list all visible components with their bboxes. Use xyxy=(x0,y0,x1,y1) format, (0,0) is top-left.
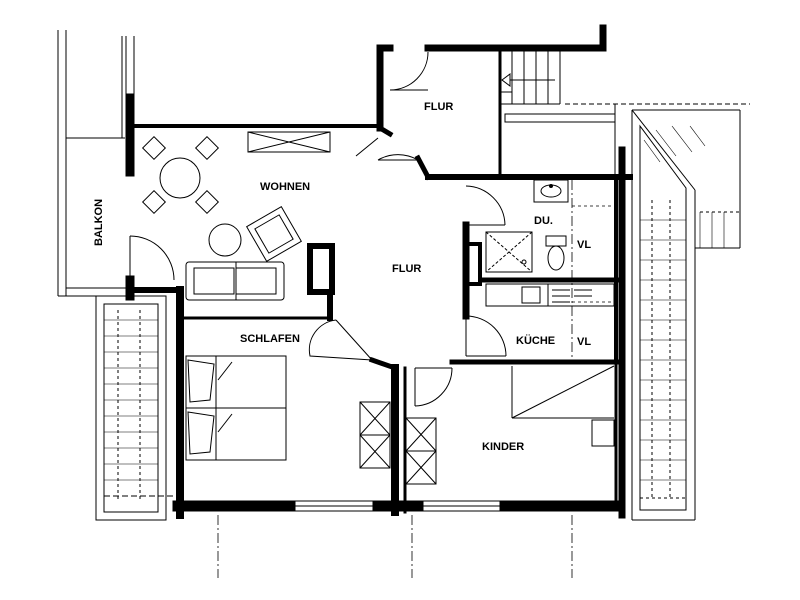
doors xyxy=(308,51,507,407)
windows-south xyxy=(289,500,506,512)
roof-hatching xyxy=(104,125,725,481)
toilet-tank xyxy=(545,235,567,247)
living-furniture xyxy=(141,131,331,301)
chair-1 xyxy=(141,135,167,161)
roof-west xyxy=(95,295,178,521)
label-wohnen: WOHNEN xyxy=(260,181,310,193)
roof-east-inner xyxy=(639,124,687,511)
label-flur-top: FLUR xyxy=(424,101,453,113)
armchair xyxy=(245,205,303,263)
pillow-2 xyxy=(187,411,215,455)
shower-tray xyxy=(485,231,533,273)
chimney-block xyxy=(307,243,335,295)
door-kinder xyxy=(414,367,453,407)
kitchen-sink xyxy=(521,286,541,304)
slope-lines xyxy=(217,180,614,578)
chair-3 xyxy=(141,189,167,215)
label-vl-2: VL xyxy=(577,336,591,348)
staircase xyxy=(499,48,750,178)
sideboard xyxy=(247,131,331,153)
dining-table xyxy=(159,157,201,199)
label-du: DU. xyxy=(534,215,553,227)
toilet-bowl xyxy=(547,245,565,271)
door-wohnen xyxy=(377,154,419,161)
kitchen-fixtures xyxy=(485,283,615,307)
room-labels: FLUR WOHNEN FLUR BALKON DU. VL VL SCHLAF… xyxy=(93,101,591,453)
balcony xyxy=(57,30,175,297)
kitchen-counter xyxy=(485,283,615,307)
stairs-arrow-icon xyxy=(501,73,511,87)
roof-east xyxy=(631,109,741,521)
label-schlafen: SCHLAFEN xyxy=(240,333,300,345)
door-schlafen xyxy=(308,319,373,361)
coffee-table xyxy=(208,223,242,257)
washbasin xyxy=(533,179,569,203)
door-flur-top xyxy=(389,51,429,91)
shaft-block xyxy=(464,242,482,286)
label-kueche: KÜCHE xyxy=(516,334,555,347)
bathroom-fixtures xyxy=(485,179,569,273)
chair-2 xyxy=(194,135,220,161)
door-bad xyxy=(465,185,506,226)
label-kinder: KINDER xyxy=(482,441,524,453)
wall-corner-a xyxy=(376,124,394,138)
door-kueche xyxy=(465,315,507,357)
label-balkon: BALKON xyxy=(93,199,105,246)
walls xyxy=(125,24,633,519)
label-vl-1: VL xyxy=(577,239,591,251)
chair-4 xyxy=(194,189,220,215)
bedroom-furniture xyxy=(185,355,437,485)
wall-corner-b xyxy=(414,154,432,181)
pillow-1 xyxy=(187,359,215,403)
balcony-door-swing xyxy=(129,235,175,281)
kinder-roof-slope xyxy=(511,365,615,447)
sofa xyxy=(185,261,285,301)
label-flur-main: FLUR xyxy=(392,263,421,275)
